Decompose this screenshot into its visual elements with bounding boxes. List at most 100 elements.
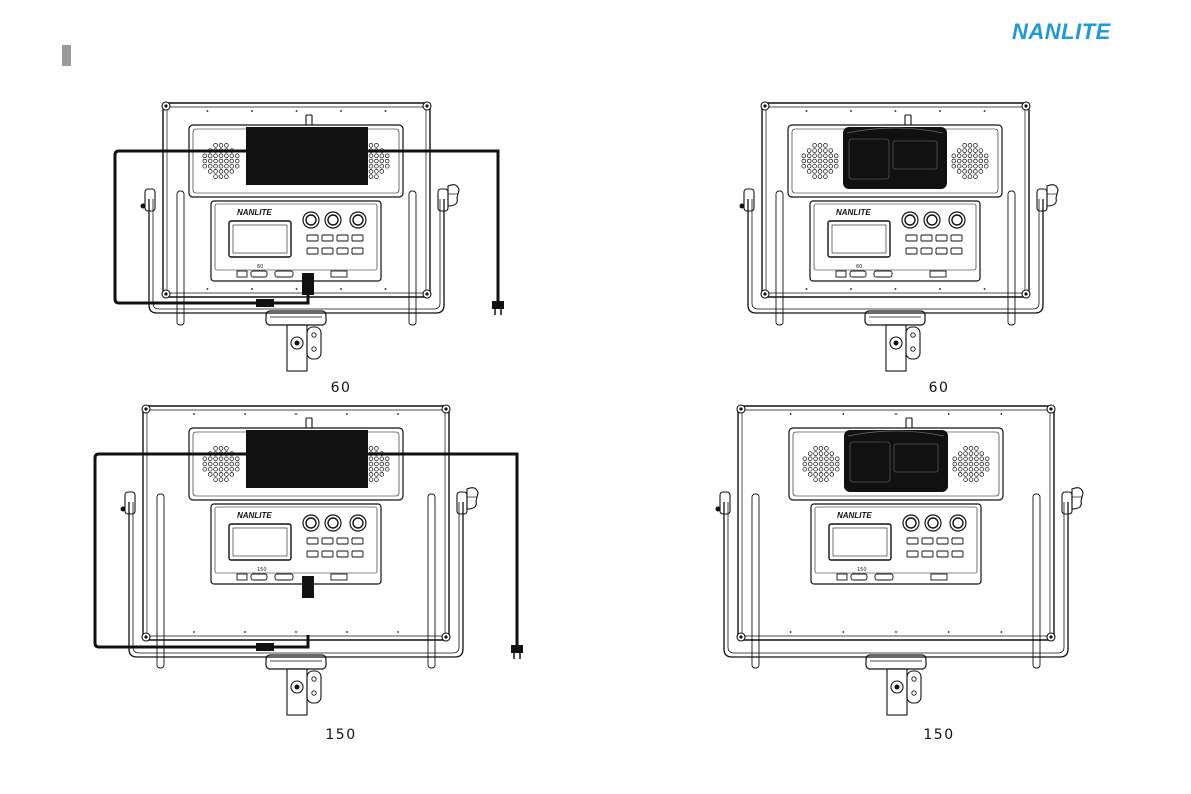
figure-caption-3: 150 bbox=[325, 727, 356, 743]
function-button bbox=[922, 538, 933, 544]
function-button bbox=[322, 248, 333, 254]
port bbox=[875, 574, 893, 580]
function-button bbox=[337, 538, 348, 544]
port bbox=[930, 271, 946, 277]
vent-grill-right bbox=[953, 447, 989, 482]
yoke-knob-right bbox=[438, 189, 448, 211]
function-button bbox=[951, 235, 962, 241]
port bbox=[251, 574, 267, 580]
light-panel-3: NANLITE 150 bbox=[95, 405, 523, 715]
lcd-screen bbox=[229, 221, 291, 257]
battery-pack bbox=[843, 127, 947, 189]
function-button bbox=[937, 538, 948, 544]
ac-plug bbox=[511, 645, 523, 653]
lcd-screen bbox=[229, 524, 291, 560]
port bbox=[237, 574, 247, 580]
vent-grill-right bbox=[952, 144, 988, 179]
function-button bbox=[352, 538, 363, 544]
tightening-handle bbox=[1072, 488, 1083, 509]
lock-lever bbox=[307, 327, 321, 359]
ac-plug bbox=[492, 301, 504, 309]
power-cable bbox=[368, 151, 498, 301]
vent-grill-left bbox=[203, 144, 239, 179]
port bbox=[251, 271, 267, 277]
function-button bbox=[352, 551, 363, 557]
function-button bbox=[921, 248, 932, 254]
lock-lever bbox=[907, 671, 921, 703]
dc-plug bbox=[302, 576, 314, 598]
function-button bbox=[936, 235, 947, 241]
top-tab bbox=[306, 115, 312, 125]
function-button bbox=[322, 538, 333, 544]
vent-grill-left bbox=[203, 447, 239, 482]
light-panel-4: NANLITE 150 bbox=[716, 405, 1084, 715]
port bbox=[837, 574, 847, 580]
tightening-handle bbox=[448, 185, 459, 206]
function-button bbox=[322, 235, 333, 241]
function-button bbox=[337, 551, 348, 557]
yoke-knob-right bbox=[457, 492, 467, 514]
lock-lever bbox=[307, 671, 321, 703]
panel-logo: NANLITE bbox=[836, 208, 871, 217]
function-button bbox=[907, 538, 918, 544]
battery-pack bbox=[246, 430, 368, 488]
function-button bbox=[337, 235, 348, 241]
function-button bbox=[937, 551, 948, 557]
function-button bbox=[307, 248, 318, 254]
side-handle bbox=[409, 191, 416, 325]
yoke-bracket bbox=[149, 199, 444, 313]
function-button bbox=[307, 538, 318, 544]
yoke-bracket bbox=[129, 502, 463, 657]
function-button bbox=[307, 551, 318, 557]
vent-grill-left bbox=[802, 144, 838, 179]
vent-grill-left bbox=[803, 447, 839, 482]
tightening-handle bbox=[467, 488, 478, 509]
dc-plug bbox=[302, 273, 314, 295]
side-handle bbox=[157, 494, 164, 668]
panel-logo: NANLITE bbox=[837, 511, 872, 520]
model-label: 60 bbox=[856, 264, 862, 270]
model-label: 150 bbox=[857, 567, 867, 573]
tightening-handle bbox=[1047, 185, 1058, 206]
panel-logo: NANLITE bbox=[237, 511, 272, 520]
cable-clip bbox=[256, 299, 274, 307]
function-button bbox=[952, 551, 963, 557]
yoke-knob-left bbox=[145, 189, 155, 211]
model-label: 60 bbox=[257, 264, 263, 270]
lcd-screen bbox=[828, 221, 890, 257]
function-button bbox=[922, 551, 933, 557]
port bbox=[237, 271, 247, 277]
port bbox=[275, 574, 293, 580]
port bbox=[931, 574, 947, 580]
side-handle bbox=[1008, 191, 1015, 325]
lcd-screen bbox=[829, 524, 891, 560]
side-handle bbox=[752, 494, 759, 668]
yoke-knob-left bbox=[125, 492, 135, 514]
figure-caption-2: 60 bbox=[929, 380, 950, 396]
port bbox=[275, 271, 293, 277]
top-tab bbox=[906, 418, 912, 428]
yoke-knob-right bbox=[1037, 189, 1047, 211]
function-button bbox=[906, 235, 917, 241]
function-button bbox=[952, 538, 963, 544]
yoke-bracket bbox=[724, 502, 1068, 657]
function-button bbox=[307, 235, 318, 241]
model-label: 150 bbox=[257, 567, 267, 573]
function-button bbox=[322, 551, 333, 557]
battery-pack bbox=[246, 127, 368, 185]
power-cable bbox=[368, 454, 517, 645]
side-handle bbox=[1033, 494, 1040, 668]
yoke-knob-left bbox=[744, 189, 754, 211]
port bbox=[874, 271, 892, 277]
top-tab bbox=[905, 115, 911, 125]
port bbox=[850, 271, 866, 277]
battery-pack bbox=[844, 430, 948, 492]
side-handle bbox=[177, 191, 184, 325]
port bbox=[851, 574, 867, 580]
panel-logo: NANLITE bbox=[237, 208, 272, 217]
top-tab bbox=[306, 418, 312, 428]
function-button bbox=[352, 235, 363, 241]
port bbox=[331, 271, 347, 277]
light-panel-1: NANLITE 60 bbox=[115, 102, 504, 371]
